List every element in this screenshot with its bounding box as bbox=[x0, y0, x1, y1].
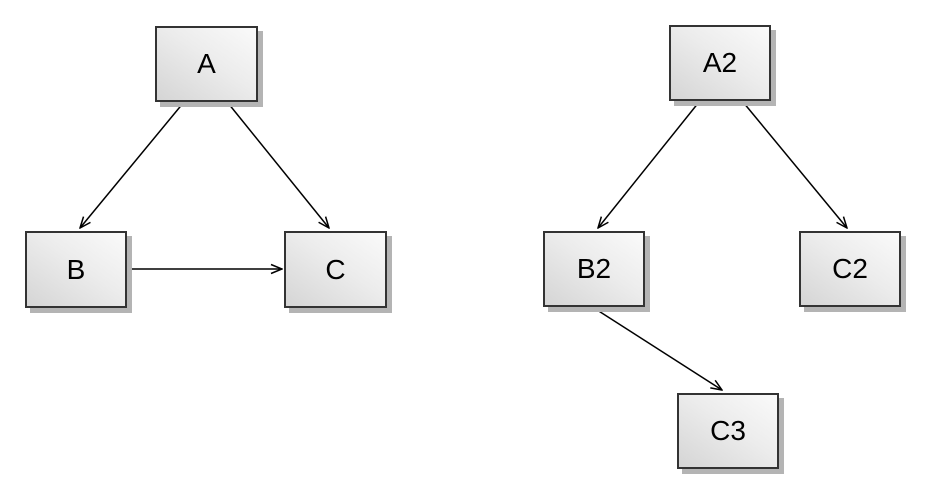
edge-a2-to-c2[interactable] bbox=[742, 101, 847, 228]
node-b[interactable]: B bbox=[25, 231, 127, 308]
edge-a-to-b[interactable] bbox=[80, 101, 185, 228]
node-b-label: B bbox=[66, 253, 86, 285]
edge-b2-to-c3[interactable] bbox=[593, 307, 722, 390]
node-a-label: A bbox=[197, 48, 216, 79]
node-a2[interactable]: A2 bbox=[669, 25, 771, 101]
edge-a-to-c[interactable] bbox=[227, 102, 329, 228]
node-c2[interactable]: C2 bbox=[799, 231, 901, 307]
edge-a2-to-b2[interactable] bbox=[598, 101, 700, 228]
node-b2-label: B2 bbox=[576, 253, 612, 284]
node-c-label: C bbox=[325, 253, 346, 285]
node-c2-label: C2 bbox=[832, 253, 868, 284]
node-c[interactable]: C bbox=[284, 231, 387, 308]
node-c3[interactable]: C3 bbox=[677, 393, 779, 469]
node-a[interactable]: A bbox=[155, 26, 258, 102]
node-c3-label: C3 bbox=[710, 415, 746, 446]
node-a2-label: A2 bbox=[702, 47, 738, 78]
node-b2[interactable]: B2 bbox=[543, 231, 645, 307]
